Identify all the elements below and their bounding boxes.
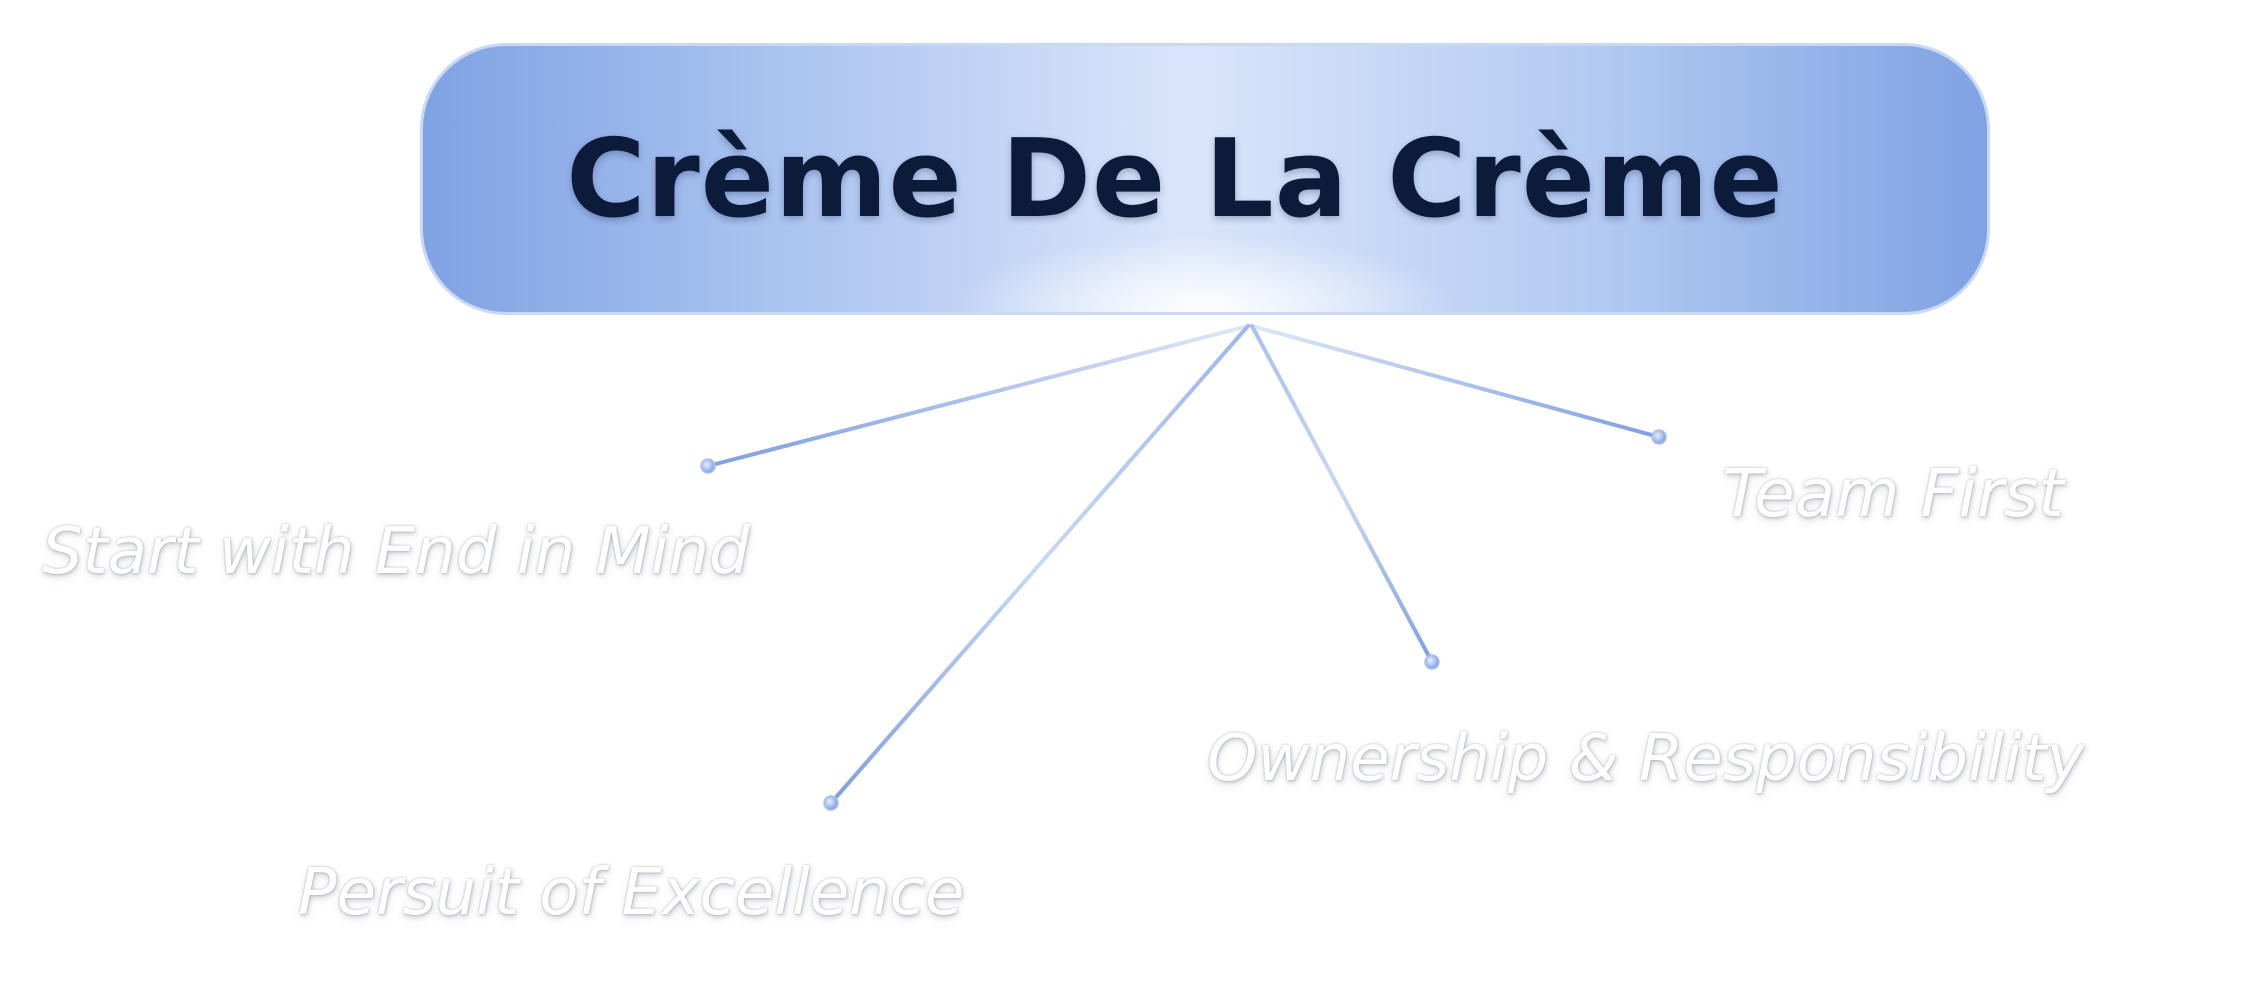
connector-start xyxy=(706,324,1250,468)
endpoint-dot-ownership xyxy=(1424,654,1440,670)
branch-label-ownership: Ownership & Responsibility xyxy=(1207,722,2085,796)
endpoint-dot-team xyxy=(1651,429,1667,445)
branch-label-start: Start with End in Mind xyxy=(42,515,750,589)
endpoint-dot-start xyxy=(700,458,716,474)
connector-persuit xyxy=(829,324,1250,805)
root-node-title: Crème De La Crème xyxy=(566,116,1784,242)
root-node: Crème De La Crème xyxy=(420,43,1990,315)
connector-ownership xyxy=(1250,324,1434,664)
connector-team xyxy=(1250,324,1661,439)
branch-label-team: Team First xyxy=(1722,455,2065,532)
endpoint-dot-persuit xyxy=(823,795,839,811)
branch-label-persuit: Persuit of Excellence xyxy=(298,856,965,930)
